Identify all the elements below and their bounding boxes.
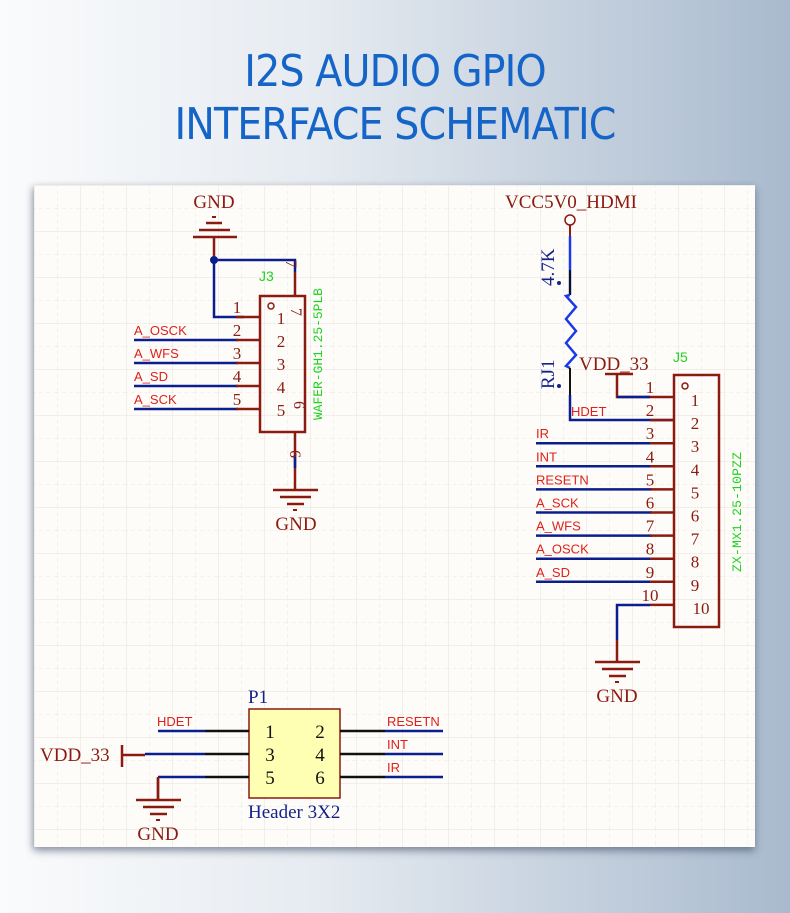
resistor-zigzag <box>563 293 578 370</box>
j3-pin-inner-number: 2 <box>277 332 286 351</box>
page-title-line-2: INTERFACE SCHEMATIC <box>174 99 616 150</box>
junction-dot <box>210 256 218 264</box>
wire-j3-pin7 <box>214 258 297 272</box>
p1-pin-number: 3 <box>265 745 275 766</box>
net-label: A_OSCK <box>536 542 589 557</box>
j5-pin-number: 10 <box>642 586 659 605</box>
j3-pin-inner-number: 5 <box>277 401 286 420</box>
p1-pin-number: 5 <box>265 768 275 789</box>
gnd-label: GND <box>193 192 234 213</box>
p1-designator: P1 <box>248 687 268 708</box>
net-label: A_WFS <box>134 346 179 361</box>
j3-pin6-inner: 6 <box>290 401 307 409</box>
p1-pin-number: 4 <box>315 745 325 766</box>
j3-pin-inner-number: 3 <box>277 355 286 374</box>
net-label: INT <box>387 737 408 752</box>
j5-pin-inner-number: 10 <box>693 599 710 618</box>
j3-pins: 1 1A_OSCK 2 2A_WFS 3 3A_SD 4 4A_SCK 5 5 <box>134 298 286 420</box>
j3-pin7-inner: 7 <box>287 308 304 316</box>
j3-pin-number: 1 <box>233 298 242 317</box>
j5-pin-inner-number: 9 <box>691 576 700 595</box>
j5-pin-number: 5 <box>646 470 655 489</box>
j5-pin-inner-number: 4 <box>691 460 700 479</box>
j5-pin-number: 2 <box>646 401 655 420</box>
p1-pin-number: 1 <box>265 722 275 743</box>
j3-pin-number: 4 <box>233 367 242 386</box>
rj1-resistor: VCC5V0_HDMI 4.7K RJ1 <box>505 192 674 422</box>
j5-pin1-marker <box>681 382 689 390</box>
page-title-line-1: I2S AUDIO GPIO <box>244 46 546 97</box>
j3-part-name: WAFER-GH1.25-5PLB <box>311 288 326 420</box>
j3-designator: J3 <box>259 268 274 284</box>
schematic-sheet: GND J3 7 7 6 WAFER-GH1.25-5PLB 6 GND <box>34 185 755 847</box>
j5-pin-number: 6 <box>646 494 655 513</box>
j3-pin-number: 2 <box>233 321 242 340</box>
j5-part-name: ZX-MX1.25-10PZZ <box>730 452 745 572</box>
wire-rj1-hdet <box>568 395 674 422</box>
j3-pin6-number: 6 <box>286 450 303 458</box>
j5-pin-number: 7 <box>646 517 655 536</box>
net-label: RESETN <box>536 472 589 487</box>
net-label: INT <box>536 449 557 464</box>
j3-pin-inner-number: 1 <box>277 309 286 328</box>
gnd-symbol-j5: GND <box>595 660 640 707</box>
net-label: HDET <box>157 714 192 729</box>
j5-pin-number: 1 <box>646 378 655 397</box>
p1-pin-number: 6 <box>315 768 325 789</box>
net-label: RESETN <box>387 714 440 729</box>
rj1-designator: RJ1 <box>538 359 559 389</box>
vdd33-label-j5: VDD_33 <box>579 354 649 375</box>
j3-pin-inner-number: 4 <box>277 378 286 397</box>
net-label: A_SD <box>134 369 168 384</box>
j5-pin-number: 9 <box>646 563 655 582</box>
j5-pin-inner-number: 2 <box>691 414 700 433</box>
rj1-value: 4.7K <box>538 248 559 286</box>
wire-j3-gnd <box>212 260 244 319</box>
vcc5v0-hdmi-label: VCC5V0_HDMI <box>505 192 637 213</box>
p1-body <box>248 708 341 799</box>
net-label: IR <box>536 426 549 441</box>
gnd-label: GND <box>137 824 178 845</box>
gnd-label: GND <box>596 686 637 707</box>
gnd-symbol-j3-bottom: GND <box>273 488 318 535</box>
p1-pin-number: 2 <box>315 722 325 743</box>
net-label: A_SCK <box>134 392 177 407</box>
p1-header: P1 Header 3X2 VDD_33 GND HDET 135 RESETN 2I… <box>40 687 443 845</box>
j5-pin-number: 3 <box>646 424 655 443</box>
j3-pin1-marker <box>267 302 275 310</box>
vdd33-label-p1: VDD_33 <box>40 745 110 766</box>
net-label: A_SCK <box>536 496 579 511</box>
j5-pin-inner-number: 5 <box>691 483 700 502</box>
j5-designator: J5 <box>673 349 688 365</box>
j5-pin-number: 8 <box>646 540 655 559</box>
j3-connector: GND J3 7 7 6 WAFER-GH1.25-5PLB 6 GND <box>134 192 326 535</box>
grid-major <box>34 185 755 847</box>
j5-pin-inner-number: 6 <box>691 507 700 526</box>
gnd-label: GND <box>275 514 316 535</box>
schematic-canvas: GND J3 7 7 6 WAFER-GH1.25-5PLB 6 GND <box>34 185 755 847</box>
p1-comment: Header 3X2 <box>248 802 340 823</box>
j3-pin-number: 3 <box>233 344 242 363</box>
net-label: A_OSCK <box>134 323 187 338</box>
j5-pin-inner-number: 3 <box>691 437 700 456</box>
net-label: IR <box>387 760 400 775</box>
j5-pin-inner-number: 1 <box>691 391 700 410</box>
net-label: A_WFS <box>536 519 581 534</box>
j5-pin-inner-number: 7 <box>691 530 700 549</box>
net-label: A_SD <box>536 565 570 580</box>
j3-pin7-number: 7 <box>282 260 299 268</box>
j3-pin-number: 5 <box>233 390 242 409</box>
net-label: HDET <box>571 404 606 419</box>
j5-pin-number: 4 <box>646 447 655 466</box>
j5-pin-inner-number: 8 <box>691 553 700 572</box>
j5-body <box>672 373 721 629</box>
